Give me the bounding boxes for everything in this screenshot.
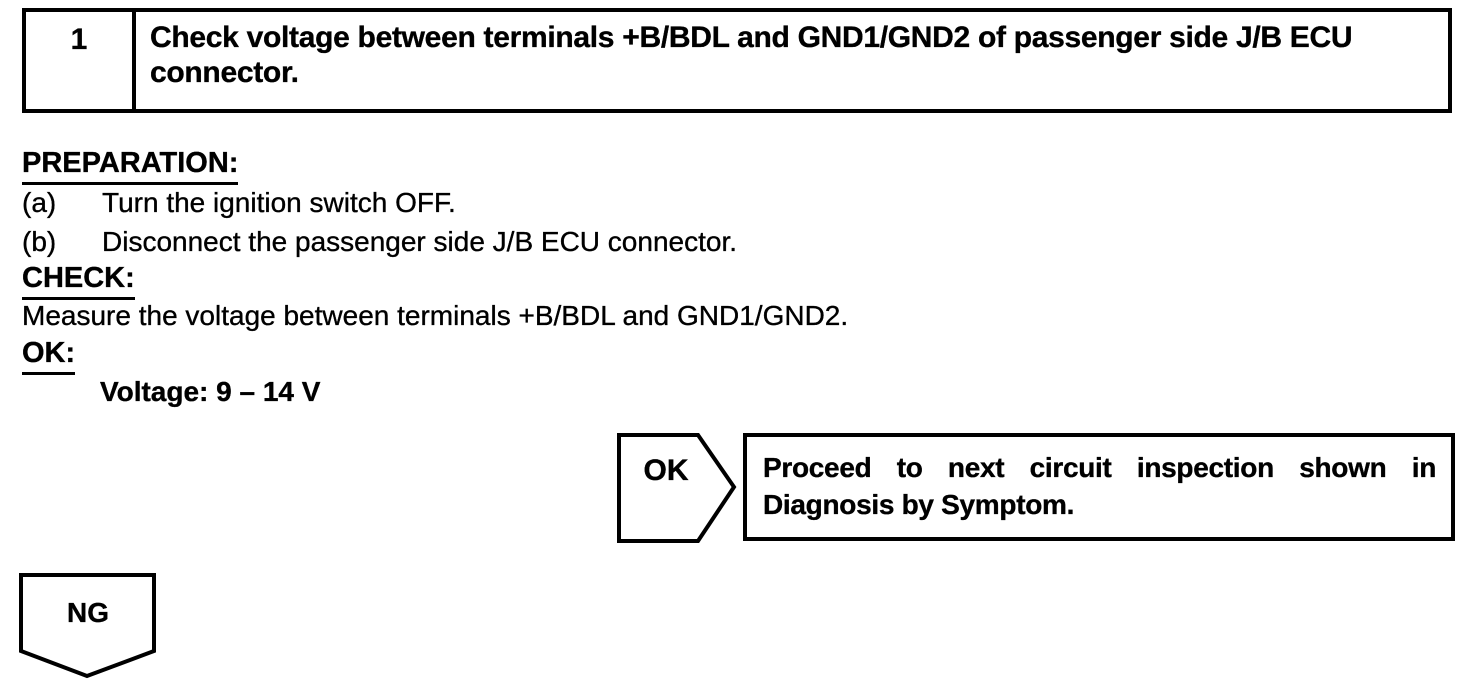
step-title: Check voltage between terminals +B/BDL a…: [150, 21, 1353, 89]
ok-arrow-shape: [617, 433, 737, 543]
preparation-heading-text: PREPARATION:: [22, 147, 239, 185]
preparation-step-a: (a) Turn the ignition switch OFF.: [22, 187, 456, 219]
check-heading-text: CHECK:: [22, 262, 135, 300]
check-instruction: Measure the voltage between terminals +B…: [22, 300, 849, 331]
step-a-label: (a): [22, 187, 57, 218]
ok-spec-heading: OK:: [22, 337, 75, 375]
step-number: 1: [26, 12, 136, 109]
ng-pentagon-shape: [19, 573, 156, 679]
preparation-heading: PREPARATION:: [22, 147, 239, 185]
ok-action-box: Proceed to next circuit inspection shown…: [743, 433, 1455, 541]
check-heading: CHECK:: [22, 262, 135, 300]
step-b-label: (b): [22, 226, 57, 257]
preparation-step-b: (b) Disconnect the passenger side J/B ECU…: [22, 226, 737, 258]
step-b-text: Disconnect the passenger side J/B ECU co…: [102, 226, 738, 257]
ng-branch-label: NG: [67, 597, 109, 628]
step-a-text: Turn the ignition switch OFF.: [102, 187, 456, 218]
step-header-box: 1 Check voltage between terminals +B/BDL…: [22, 8, 1452, 113]
ok-branch-label: OK: [643, 454, 689, 487]
ok-spec-heading-text: OK:: [22, 337, 75, 375]
voltage-spec: Voltage: 9 – 14 V: [100, 376, 321, 407]
